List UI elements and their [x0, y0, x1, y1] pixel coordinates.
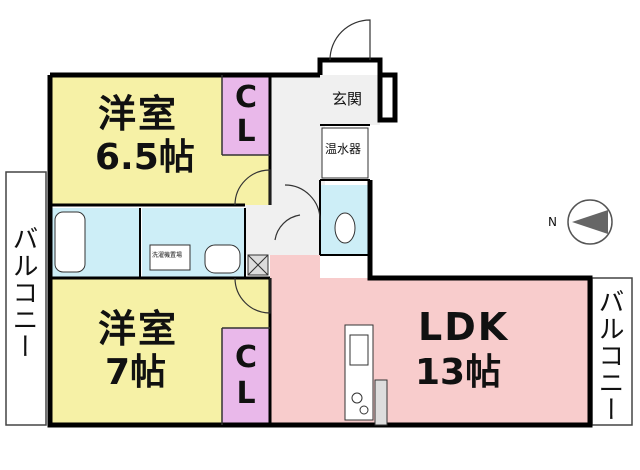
- ldk-name: LDK: [418, 305, 510, 349]
- western-room-1-name: 洋室: [98, 92, 179, 136]
- compass-icon: [567, 199, 613, 245]
- entrance-label: 玄関: [332, 90, 363, 108]
- balcony-right: [591, 277, 633, 426]
- western-room-2-name: 洋室: [98, 307, 179, 351]
- closet-1-l: L: [236, 114, 256, 149]
- closet-2: [222, 328, 270, 425]
- water-heater-box: [321, 127, 369, 179]
- bathtub-icon: [54, 211, 86, 273]
- western-room-1-size: 6.5帖: [95, 137, 195, 178]
- entrance-area: [320, 75, 380, 125]
- balcony-left-label: バルコニー: [8, 225, 38, 360]
- balcony-left: [5, 171, 47, 426]
- washbasin-icon: [204, 244, 241, 274]
- compass-label: N: [548, 215, 557, 229]
- water-heater-label: 温水器: [325, 142, 362, 156]
- closet-2-c: C: [234, 340, 258, 375]
- stove-burner-icon: [351, 392, 363, 404]
- door-swings: [234, 19, 371, 314]
- closet-2-l: L: [236, 376, 256, 411]
- walls: [47, 57, 593, 428]
- balcony-right-label: バルコニー: [594, 288, 624, 423]
- ldk-size: 13帖: [415, 352, 502, 393]
- toilet-icon: [334, 212, 356, 244]
- washer-placeholder: [149, 244, 191, 271]
- western-room-2-size: 7帖: [105, 352, 167, 393]
- closet-1: [222, 75, 270, 155]
- closet-1-c: C: [234, 80, 258, 115]
- washer-area-label: 洗濯機置場: [152, 252, 183, 259]
- sink-icon: [349, 334, 369, 366]
